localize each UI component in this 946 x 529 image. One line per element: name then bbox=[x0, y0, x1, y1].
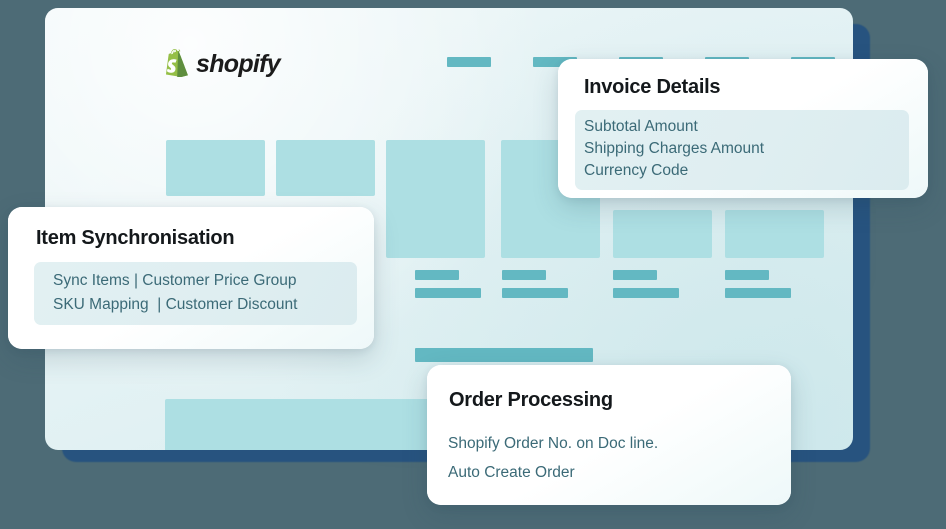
caption-bar-2b bbox=[502, 288, 568, 298]
caption-bar-4b bbox=[725, 288, 791, 298]
card-order-line-1: Shopify Order No. on Doc line. bbox=[448, 435, 659, 452]
card-invoice-line-1: Subtotal Amount bbox=[584, 118, 698, 135]
nav-placeholder-2[interactable] bbox=[533, 57, 577, 67]
caption-bar-3b bbox=[613, 288, 679, 298]
card-itemsync-list: Sync Items | Customer Price Group SKU Ma… bbox=[34, 262, 357, 325]
caption-bar-2a bbox=[502, 270, 546, 280]
card-invoice-list: Subtotal Amount Shipping Charges Amount … bbox=[575, 110, 909, 190]
card-order-line-2: Auto Create Order bbox=[448, 464, 575, 481]
caption-bar-3a bbox=[613, 270, 657, 280]
card-itemsync-line-1: Sync Items | Customer Price Group bbox=[53, 272, 297, 289]
wide-accent-bar bbox=[415, 348, 593, 362]
card-itemsync-title: Item Synchronisation bbox=[36, 227, 235, 249]
card-invoice-line-3: Currency Code bbox=[584, 162, 689, 179]
card-order-title: Order Processing bbox=[449, 389, 613, 411]
content-block-5 bbox=[613, 210, 712, 258]
content-block-1 bbox=[166, 140, 265, 196]
caption-bar-1a bbox=[415, 270, 459, 280]
card-itemsync-line-2: SKU Mapping | Customer Discount bbox=[53, 296, 298, 313]
card-item-synchronisation[interactable]: Item Synchronisation Sync Items | Custom… bbox=[8, 207, 374, 349]
caption-bar-1b bbox=[415, 288, 481, 298]
content-block-6 bbox=[725, 210, 824, 258]
nav-placeholder-1[interactable] bbox=[447, 57, 491, 67]
content-block-3 bbox=[386, 140, 485, 258]
content-block-2 bbox=[276, 140, 375, 196]
card-invoice-line-2: Shipping Charges Amount bbox=[584, 140, 765, 157]
caption-bar-4a bbox=[725, 270, 769, 280]
card-order-list: Shopify Order No. on Doc line. Auto Crea… bbox=[448, 429, 778, 487]
card-invoice-details[interactable]: Invoice Details Subtotal Amount Shipping… bbox=[558, 59, 928, 198]
shopify-bag-icon bbox=[163, 49, 189, 79]
content-block-7 bbox=[165, 399, 478, 450]
card-invoice-title: Invoice Details bbox=[584, 76, 721, 98]
shopify-brand-lockup[interactable]: shopify bbox=[163, 49, 281, 79]
shopify-wordmark: shopify bbox=[196, 49, 281, 78]
card-order-processing[interactable]: Order Processing Shopify Order No. on Do… bbox=[427, 365, 791, 505]
